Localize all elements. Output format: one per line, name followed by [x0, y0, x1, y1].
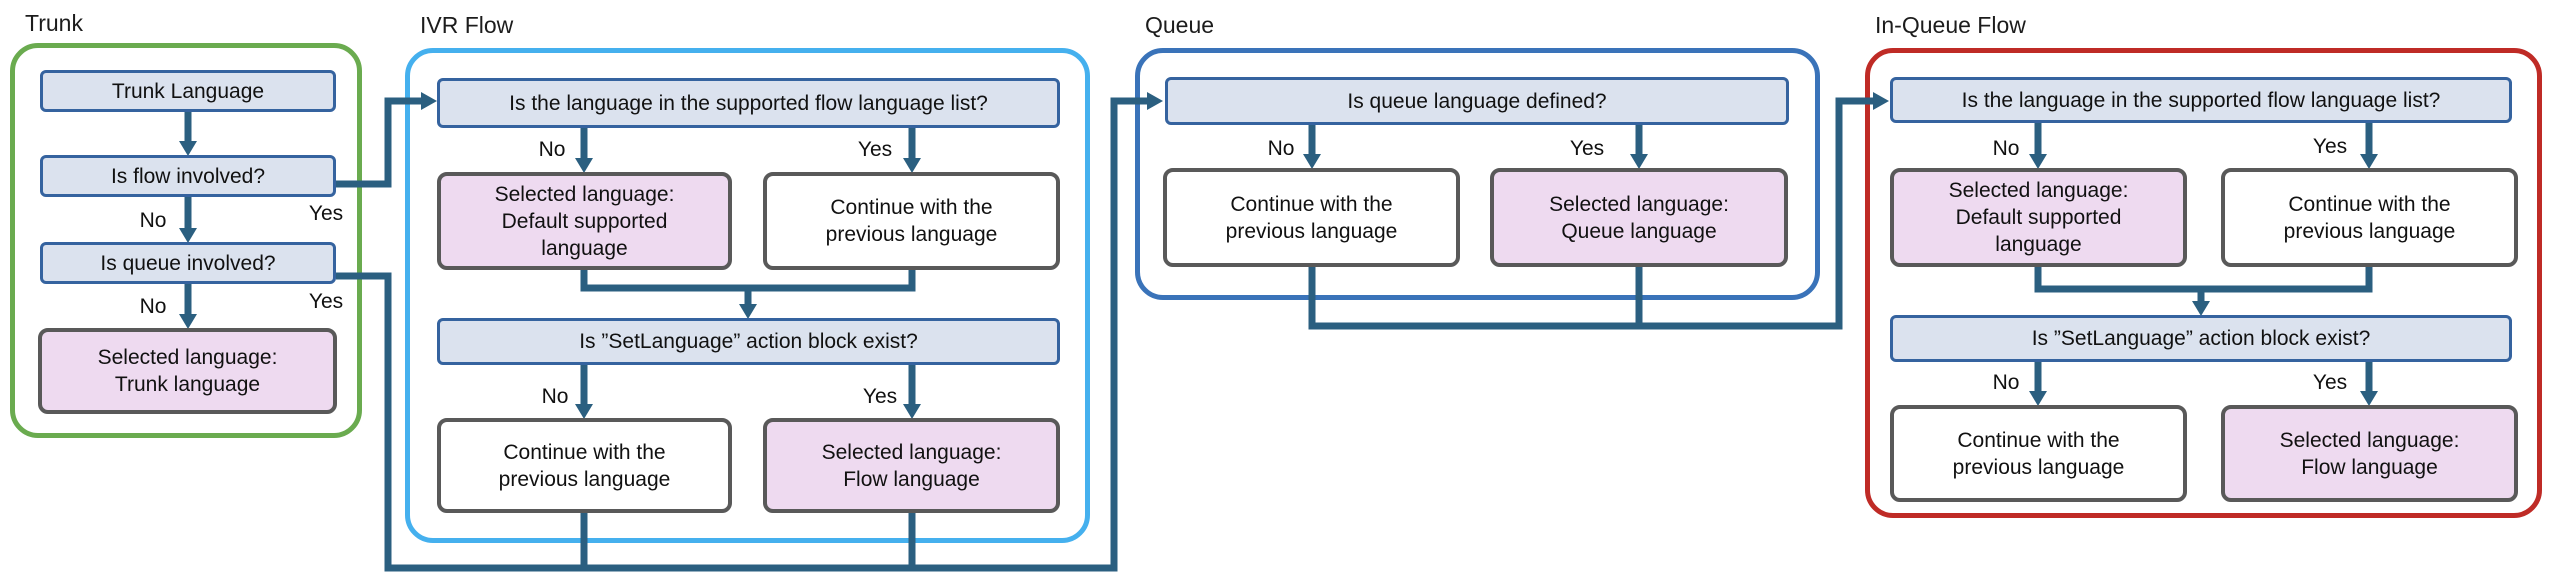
node-trunk-language: Trunk Language — [40, 70, 336, 112]
node-queue-continue-previous-language: Continue with the previous language — [1163, 168, 1460, 267]
edge-label-yes: Yes — [308, 290, 344, 313]
edge-label-yes: Yes — [1569, 137, 1605, 160]
panel-title-queue: Queue — [1145, 12, 1215, 38]
node-ivr-setlanguage-question: Is ”SetLanguage” action block exist? — [437, 318, 1060, 365]
node-ivr-continue-previous-language-1: Continue with the previous language — [763, 172, 1060, 270]
node-is-queue-involved: Is queue involved? — [40, 242, 336, 284]
node-inqueue-default-supported-language: Selected language: Default supported lan… — [1890, 168, 2187, 267]
edge-label-yes: Yes — [862, 385, 898, 408]
panel-title-trunk: Trunk — [25, 10, 83, 36]
edge-label-yes: Yes — [2312, 135, 2348, 158]
node-inqueue-supported-language-question: Is the language in the supported flow la… — [1890, 77, 2512, 123]
panel-title-ivr-flow: IVR Flow — [420, 12, 514, 38]
edge-label-yes: Yes — [308, 202, 344, 225]
node-queue-language-result: Selected language: Queue language — [1490, 168, 1788, 267]
node-inqueue-continue-previous-language-1: Continue with the previous language — [2221, 168, 2518, 267]
node-inqueue-setlanguage-question: Is ”SetLanguage” action block exist? — [1890, 315, 2512, 362]
edge-label-no: No — [139, 209, 167, 232]
panel-title-in-queue-flow: In-Queue Flow — [1875, 12, 2026, 38]
node-ivr-supported-language-question: Is the language in the supported flow la… — [437, 78, 1060, 128]
node-selected-trunk-language: Selected language: Trunk language — [38, 328, 337, 414]
node-inqueue-continue-previous-language-2: Continue with the previous language — [1890, 405, 2187, 502]
edge-label-no: No — [1992, 137, 2020, 160]
edge-label-no: No — [538, 138, 566, 161]
node-is-flow-involved: Is flow involved? — [40, 155, 336, 197]
edge-label-no: No — [1992, 371, 2020, 394]
node-ivr-flow-language: Selected language: Flow language — [763, 418, 1060, 513]
edge-label-yes: Yes — [857, 138, 893, 161]
edge-label-no: No — [541, 385, 569, 408]
edge-label-no: No — [1267, 137, 1295, 160]
node-inqueue-flow-language: Selected language: Flow language — [2221, 405, 2518, 502]
edge-label-yes: Yes — [2312, 371, 2348, 394]
edge-label-no: No — [139, 295, 167, 318]
node-ivr-continue-previous-language-2: Continue with the previous language — [437, 418, 732, 513]
node-queue-language-defined-question: Is queue language defined? — [1165, 77, 1789, 125]
node-ivr-default-supported-language: Selected language: Default supported lan… — [437, 172, 732, 270]
